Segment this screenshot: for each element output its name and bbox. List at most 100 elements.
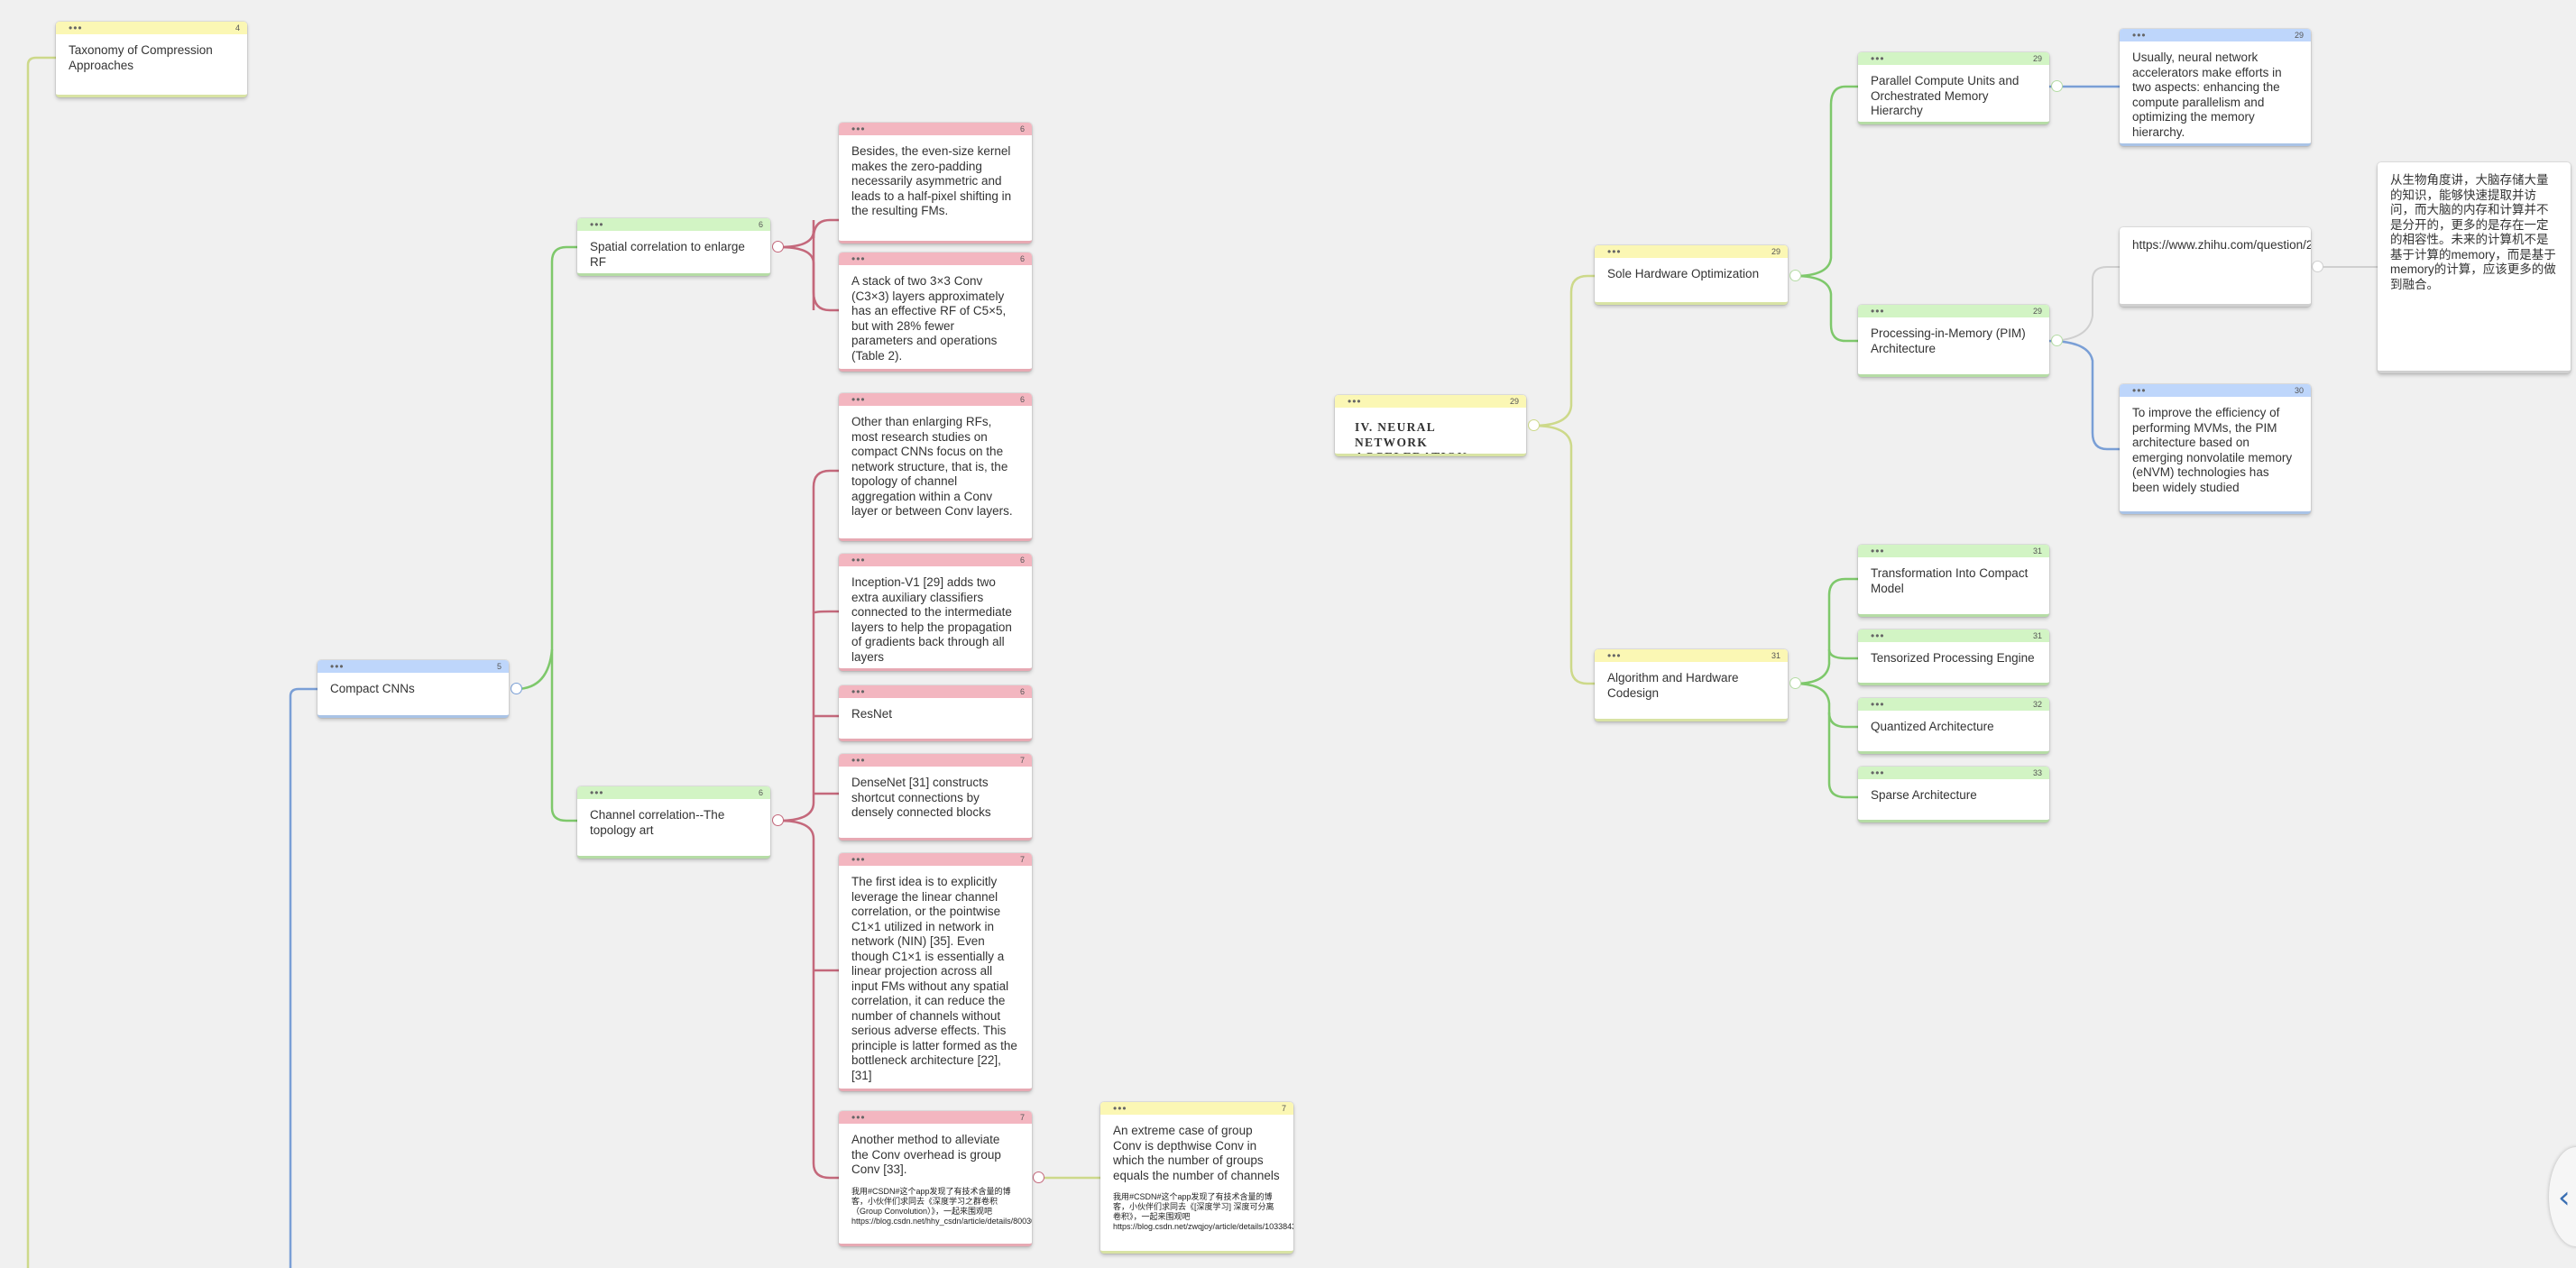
collapse-knob[interactable] — [2312, 261, 2323, 272]
collapse-knob[interactable] — [2051, 335, 2063, 346]
more-dots-icon[interactable]: ••• — [590, 218, 604, 231]
node-spatial-correlation[interactable]: •••6 Spatial correlation to enlarge RF — [577, 218, 770, 276]
node-header: ••• 29 — [1858, 305, 2049, 317]
node-note: 我用#CSDN#这个app发现了有技术含量的博客，小伙伴们求同去《[深度学习] … — [1113, 1192, 1293, 1231]
node-transformation[interactable]: •••31 Transformation Into Compact Model — [1858, 545, 2049, 617]
node-text: Taxonomy of Compression Approaches — [69, 43, 213, 72]
node-pim[interactable]: ••• 29 Processing-in-Memory (PIM) Archite… — [1858, 305, 2049, 377]
node-note: 我用#CSDN#这个app发现了有技术含量的博客，小伙伴们求同去《深度学习之群卷… — [851, 1186, 1032, 1226]
node-text: Compact CNNs — [330, 682, 415, 695]
more-dots-icon[interactable]: ••• — [2132, 384, 2147, 397]
more-dots-icon[interactable]: ••• — [1871, 52, 1885, 65]
node-sparse[interactable]: •••33 Sparse Architecture — [1858, 767, 2049, 822]
page-number: 6 — [1019, 254, 1025, 263]
node-text: Sole Hardware Optimization — [1607, 267, 1760, 280]
more-dots-icon[interactable]: ••• — [851, 393, 866, 406]
node-text: A stack of two 3×3 Conv (C3×3) layers ap… — [851, 274, 1007, 363]
node-heading: IV. NEURAL NETWORK ACCELERATION: HARDWAR… — [1335, 408, 1526, 454]
node-text: Spatial correlation to enlarge RF — [590, 240, 745, 269]
page-number: 30 — [2294, 386, 2304, 395]
more-dots-icon[interactable]: ••• — [1607, 245, 1622, 258]
node-text: Processing-in-Memory (PIM) Architecture — [1871, 326, 2026, 355]
node-text: Other than enlarging RFs, most research … — [851, 415, 1013, 518]
node-header: ••• 6 — [839, 253, 1032, 265]
node-header: •••6 — [839, 123, 1032, 135]
node-tensorized[interactable]: •••31 Tensorized Processing Engine — [1858, 629, 2049, 685]
node-header: •••7 — [839, 754, 1032, 767]
page-number: 6 — [1019, 395, 1025, 404]
node-zhihu-link[interactable]: https://www.zhihu.com/question/24519772/… — [2120, 227, 2311, 307]
node-channel-correlation[interactable]: •••6 Channel correlation--The topology a… — [577, 786, 770, 859]
node-parallel-compute[interactable]: ••• 29 Parallel Compute Units and Orchest… — [1858, 52, 2049, 124]
node-header: •••31 — [1595, 649, 1788, 662]
more-dots-icon[interactable]: ••• — [851, 685, 866, 698]
more-dots-icon[interactable]: ••• — [851, 853, 866, 866]
node-header: •••4 — [56, 22, 247, 34]
more-dots-icon[interactable]: ••• — [1348, 395, 1362, 408]
collapse-knob[interactable] — [772, 241, 784, 253]
node-taxonomy[interactable]: •••4 Taxonomy of Compression Approaches — [56, 22, 247, 97]
more-dots-icon[interactable]: ••• — [1871, 767, 1885, 779]
node-algo-hw-codesign[interactable]: •••31 Algorithm and Hardware Codesign — [1595, 649, 1788, 721]
node-text: Parallel Compute Units and Orchestrated … — [1871, 74, 2019, 117]
node-header: ••• 5 — [317, 660, 509, 673]
more-dots-icon[interactable]: ••• — [1113, 1102, 1127, 1115]
more-dots-icon[interactable]: ••• — [851, 754, 866, 767]
node-extreme-case[interactable]: •••7 An extreme case of group Conv is de… — [1100, 1102, 1293, 1254]
more-dots-icon[interactable]: ••• — [851, 554, 866, 566]
node-first-idea[interactable]: •••7 The first idea is to explicitly lev… — [839, 853, 1032, 1091]
more-dots-icon[interactable]: ••• — [1871, 305, 1885, 317]
page-number: 29 — [2032, 54, 2042, 63]
more-dots-icon[interactable]: ••• — [1871, 698, 1885, 711]
collapse-knob[interactable] — [1789, 677, 1801, 689]
collapse-knob[interactable] — [1033, 1172, 1044, 1183]
collapse-knob[interactable] — [2051, 80, 2063, 92]
node-bio-note[interactable]: 从生物角度讲，大脑存储大量的知识，能够快速提取并访问，而大脑的内存和计算并不是分… — [2378, 162, 2571, 373]
node-header: ••• 6 — [839, 685, 1032, 698]
page-number: 29 — [2294, 31, 2304, 40]
node-other-than[interactable]: ••• 6 Other than enlarging RFs, most rese… — [839, 393, 1032, 541]
collapse-knob[interactable] — [772, 814, 784, 826]
node-header: ••• 29 — [2120, 29, 2311, 41]
page-number: 32 — [2032, 700, 2042, 709]
page-number: 7 — [1019, 855, 1025, 864]
node-stack-conv[interactable]: ••• 6 A stack of two 3×3 Conv (C3×3) laye… — [839, 253, 1032, 372]
page-number: 5 — [496, 662, 501, 671]
more-dots-icon[interactable]: ••• — [590, 786, 604, 799]
collapse-knob[interactable] — [1789, 270, 1801, 281]
node-usually[interactable]: •••29 Usually, neural network accelerato… — [2120, 29, 2311, 146]
side-panel-toggle[interactable]: ‹ — [2549, 1147, 2576, 1246]
more-dots-icon[interactable]: ••• — [851, 123, 866, 135]
node-text: Tensorized Processing Engine — [1871, 651, 2035, 665]
node-sole-hardware[interactable]: ••• 29 Sole Hardware Optimization — [1595, 245, 1788, 305]
chevron-left-icon: ‹ — [2558, 1180, 2571, 1216]
more-dots-icon[interactable]: ••• — [851, 253, 866, 265]
collapse-knob[interactable] — [511, 683, 522, 694]
node-another-method[interactable]: •••7 Another method to alleviate the Con… — [839, 1111, 1032, 1246]
node-inception[interactable]: •••6 Inception-V1 [29] adds two extra au… — [839, 554, 1032, 671]
node-text: Quantized Architecture — [1871, 720, 1994, 733]
more-dots-icon[interactable]: ••• — [1607, 649, 1622, 662]
node-densenet[interactable]: •••7 DenseNet [31] constructs shortcut c… — [839, 754, 1032, 841]
node-header: ••• 7 — [839, 853, 1032, 866]
node-improve-efficiency[interactable]: •••30 To improve the efficiency of perfo… — [2120, 384, 2311, 514]
node-quantized[interactable]: ••• 32 Quantized Architecture — [1858, 698, 2049, 754]
node-resnet[interactable]: ••• 6 ResNet — [839, 685, 1032, 741]
node-even-kernel[interactable]: •••6 Besides, the even-size kernel makes… — [839, 123, 1032, 243]
more-dots-icon[interactable]: ••• — [851, 1111, 866, 1124]
more-dots-icon[interactable]: ••• — [69, 22, 83, 34]
more-dots-icon[interactable]: ••• — [330, 660, 345, 673]
page-number: 29 — [1771, 247, 1780, 256]
more-dots-icon[interactable]: ••• — [2132, 29, 2147, 41]
link-text[interactable]: https://www.zhihu.com/question/24519772/… — [2132, 238, 2311, 252]
more-dots-icon[interactable]: ••• — [1871, 629, 1885, 642]
node-header: •••6 — [577, 218, 770, 231]
node-text: ResNet — [851, 707, 893, 721]
node-nn-acceleration[interactable]: •••29 IV. NEURAL NETWORK ACCELERATION: H… — [1335, 395, 1526, 456]
node-compact-cnns[interactable]: ••• 5 Compact CNNs — [317, 660, 509, 718]
collapse-knob[interactable] — [1528, 419, 1540, 431]
page-number: 29 — [2032, 307, 2042, 316]
page-number: 6 — [1019, 687, 1025, 696]
more-dots-icon[interactable]: ••• — [1871, 545, 1885, 557]
